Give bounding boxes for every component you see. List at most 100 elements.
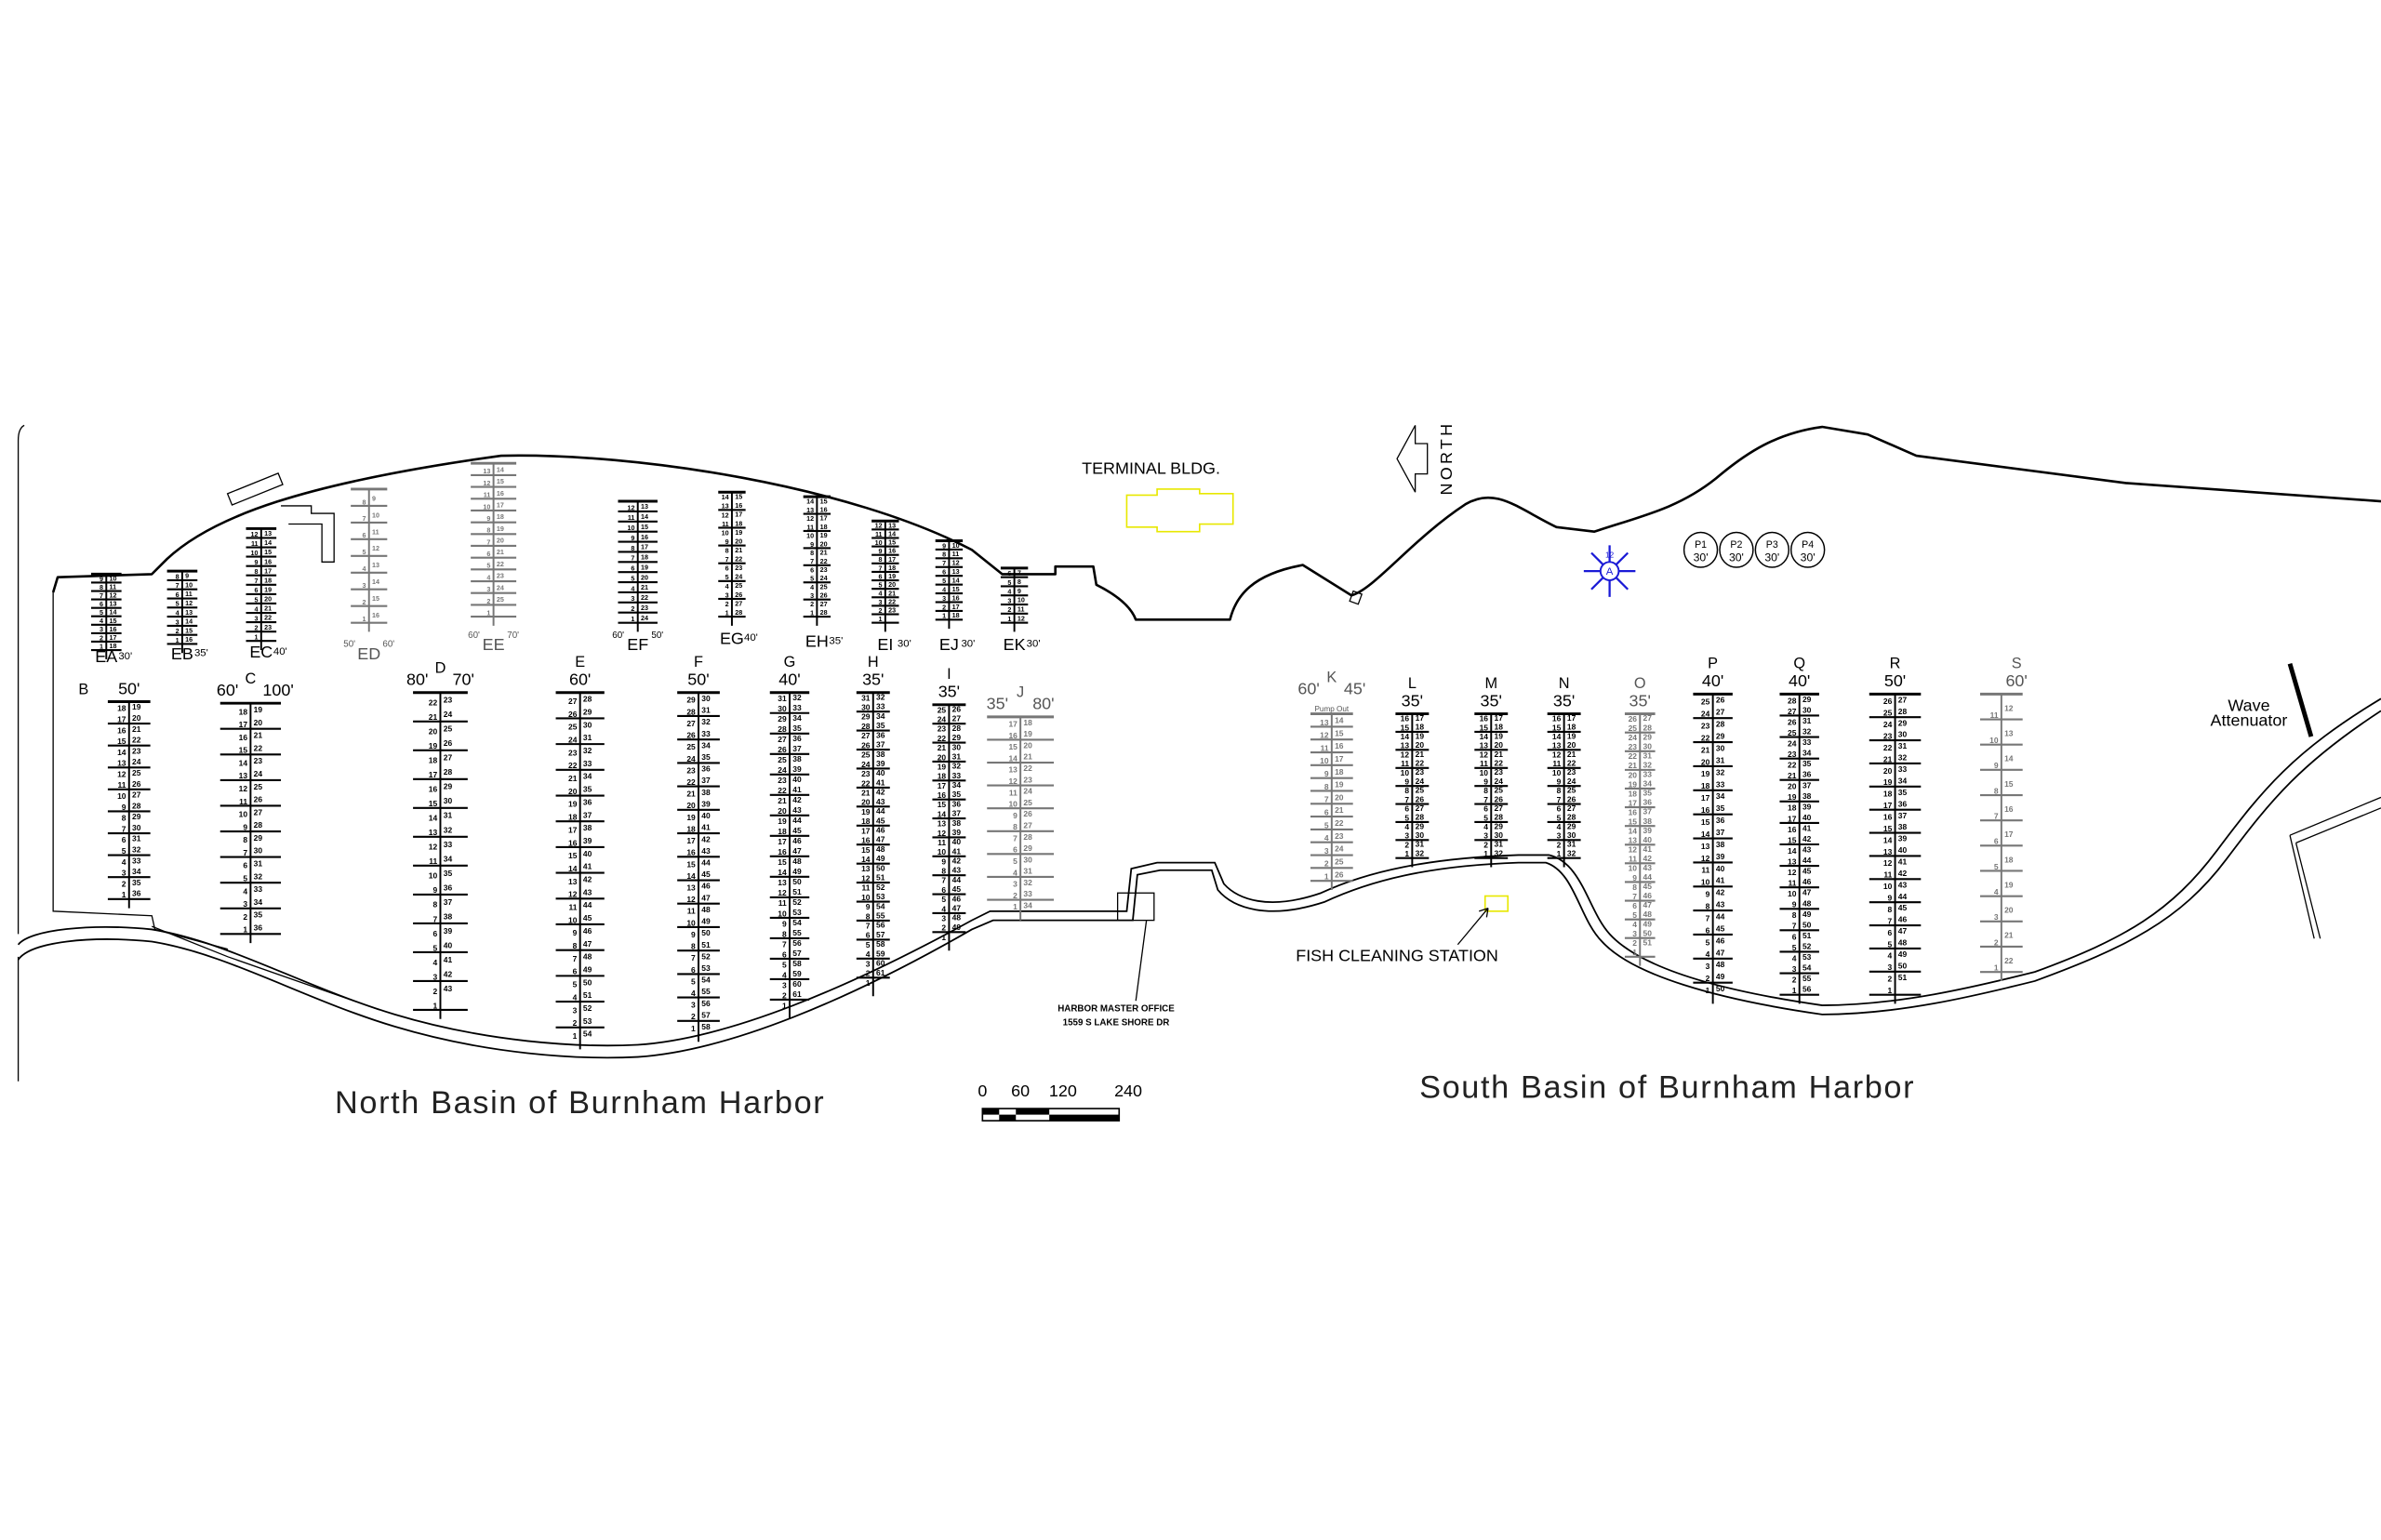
slip-number: 42 — [1643, 854, 1653, 863]
slip-number: 18 — [861, 816, 871, 826]
slip-number: 32 — [1802, 727, 1812, 737]
slip-number: 23 — [641, 604, 648, 612]
slip-number: 4 — [1557, 822, 1562, 831]
slip-number: 51 — [701, 940, 711, 949]
slip-number: 7 — [879, 564, 883, 572]
slip-number: 27 — [1898, 695, 1908, 704]
slip-number: 20 — [735, 538, 742, 545]
slip-number: 19 — [1023, 729, 1032, 738]
slip-number: 56 — [701, 999, 711, 1008]
slip-number: 40 — [1716, 864, 1725, 873]
slip-number: 4 — [941, 904, 946, 913]
slip-number: 19 — [938, 762, 947, 771]
slip-number: 19 — [1701, 769, 1710, 778]
slip-number: 9 — [631, 535, 634, 542]
slip-number: 2 — [1994, 937, 1999, 947]
slip-number: 37 — [952, 809, 962, 818]
slip-number: 18 — [2004, 855, 2014, 864]
mooring-id: P4 — [1802, 539, 1814, 551]
slip-number: 17 — [1883, 801, 1893, 810]
slip-number: 4 — [432, 958, 437, 967]
compass-spoke — [1615, 577, 1629, 591]
slip-number: 48 — [1716, 960, 1725, 969]
slip-number: 19 — [1567, 731, 1576, 740]
slip-number: 13 — [1701, 842, 1710, 851]
dock-label: EE — [483, 635, 505, 654]
slip-number: 16 — [239, 733, 248, 742]
slip-number: 25 — [444, 724, 453, 734]
slip-number: 10 — [568, 915, 578, 924]
slip-number: 15 — [641, 524, 648, 531]
slip-number: 25 — [686, 742, 696, 751]
slip-number: 3 — [691, 1001, 696, 1010]
slip-number: 5 — [691, 976, 696, 986]
slip-number: 6 — [725, 565, 729, 573]
slip-number: 23 — [1629, 742, 1638, 751]
slip-number: 10 — [686, 918, 696, 927]
dock-size: 100' — [262, 681, 293, 699]
slip-number: 6 — [255, 587, 259, 594]
slip-number: 7 — [255, 578, 259, 585]
slip-number: 17 — [686, 836, 696, 845]
slip-number: 17 — [820, 515, 828, 523]
slip-number: 13 — [429, 828, 438, 837]
mooring-size: 30' — [1729, 551, 1744, 564]
slip-number: 32 — [792, 693, 802, 702]
slip-number: 38 — [701, 788, 711, 797]
slip-number: 5 — [1013, 856, 1018, 866]
slip-number: 25 — [1023, 798, 1032, 807]
slip-number: 4 — [486, 574, 490, 581]
slip-number: 7 — [1706, 913, 1710, 923]
slip-number: 30 — [1416, 830, 1425, 840]
slip-number: 12 — [861, 873, 871, 883]
slip-number: 2 — [362, 599, 366, 606]
slip-number: 22 — [735, 556, 742, 564]
dock-size: 40' — [1702, 671, 1723, 690]
slip-number: 15 — [1629, 817, 1638, 827]
slip-number: 13 — [110, 601, 117, 608]
dock-label: EJ — [939, 635, 959, 654]
slip-number: 11 — [251, 540, 259, 548]
dock-size: 35' — [1481, 691, 1502, 710]
dock-f: 1234567891011121314151617181920212223242… — [677, 654, 720, 1042]
slip-number: 57 — [792, 949, 802, 958]
slip-number: 39 — [952, 828, 962, 837]
slip-number: 13 — [372, 562, 379, 569]
slip-number: 25 — [497, 596, 504, 604]
slip-number: 28 — [1643, 723, 1653, 732]
slip-number: 1 — [691, 1024, 696, 1033]
slip-number: 14 — [429, 814, 438, 823]
slip-number: 25 — [1335, 856, 1344, 866]
slip-number: 3 — [941, 913, 946, 923]
slip-number: 18 — [1416, 723, 1425, 732]
slip-number: 7 — [1404, 795, 1409, 804]
slip-number: 36 — [583, 797, 592, 806]
slip-number: 58 — [701, 1022, 711, 1031]
slip-number: 1 — [1706, 986, 1710, 995]
slip-number: 27 — [1643, 713, 1653, 723]
slip-number: 61 — [792, 989, 802, 999]
dock-q: 1234567891011121314151617181920212223242… — [1779, 656, 1819, 1004]
slip-number: 13 — [1552, 741, 1562, 750]
slip-number: 15 — [938, 800, 947, 809]
scale-seg — [1016, 1109, 1050, 1115]
slip-number: 28 — [1716, 720, 1725, 729]
slip-number: 5 — [725, 574, 729, 581]
slip-number: 41 — [1643, 844, 1653, 854]
slip-number: 43 — [583, 887, 592, 896]
slip-number: 47 — [1716, 948, 1725, 957]
slip-number: 38 — [1716, 840, 1725, 849]
slip-number: 30 — [1716, 743, 1725, 752]
slip-number: 1 — [176, 637, 180, 644]
dock-size: 35' — [987, 695, 1008, 713]
slip-number: 36 — [1716, 816, 1725, 825]
slip-number: 3 — [1888, 962, 1893, 972]
compass-spoke — [1590, 551, 1604, 566]
slip-number: 2 — [810, 601, 814, 608]
slip-number: 14 — [686, 871, 696, 881]
slip-number: 23 — [861, 769, 871, 778]
slip-number: 3 — [1007, 597, 1011, 604]
slip-number: 21 — [429, 712, 438, 722]
